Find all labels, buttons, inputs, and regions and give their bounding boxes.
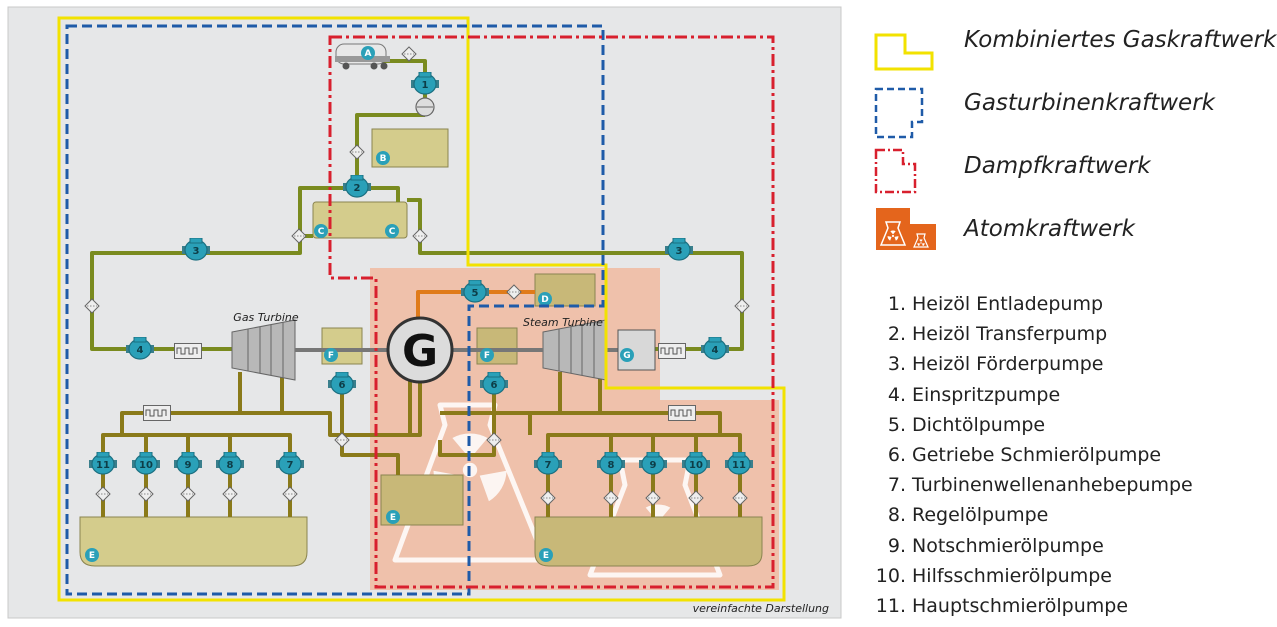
- pump-7-number-right: 7: [545, 460, 552, 471]
- pump-list-label: Turbinenwellenanhebepumpe: [912, 474, 1193, 497]
- yellow-outline-icon: [874, 33, 934, 71]
- gas-turbine: [231, 319, 296, 381]
- footnote: vereinfachte Darstellung: [693, 602, 829, 615]
- steam-turbine-label: Steam Turbine: [523, 316, 603, 329]
- heater-lube-left: [143, 405, 171, 421]
- pump-list-item: 6. Getriebe Schmierölpumpe: [872, 440, 1193, 470]
- pump-list-label: Hilfsschmierölpumpe: [912, 564, 1112, 587]
- pump-3-number-left: 3: [193, 246, 200, 257]
- pump-1-number: 1: [422, 80, 429, 91]
- component-c-left-label: C: [318, 227, 325, 237]
- component-e-middle-label: E: [390, 513, 396, 523]
- pump-list-item: 8. Regelölpumpe: [872, 500, 1193, 530]
- pump-3-number-right: 3: [676, 246, 683, 257]
- pump-list-item: 10. Hilfsschmierölpumpe: [872, 561, 1193, 591]
- pump-list-label: Notschmierölpumpe: [912, 534, 1104, 557]
- tank-e-right: [534, 516, 763, 567]
- pump-list-number: 11.: [875, 594, 906, 617]
- component-b-label: B: [380, 154, 387, 164]
- pump-list-item: 2. Heizöl Transferpump: [872, 319, 1193, 349]
- pump-list-number: 7.: [887, 474, 906, 497]
- pump-list-item: 3. Heizöl Förderpumpe: [872, 349, 1193, 379]
- legend-label-combined: Kombiniertes Gaskraftwerk: [964, 27, 1277, 53]
- tank-c: [312, 201, 408, 239]
- pump-list-number: 5.: [887, 413, 906, 436]
- pump-list-number: 2.: [887, 323, 906, 346]
- component-d-label: D: [541, 295, 548, 305]
- pump-8-number-left: 8: [227, 460, 234, 471]
- heater-lube-right: [668, 405, 696, 421]
- component-e-left-label: E: [89, 551, 95, 561]
- boundary-gas-turbine: [65, 24, 605, 596]
- component-c-right-label: C: [389, 227, 396, 237]
- pump-6-number-left: 6: [339, 380, 346, 391]
- pump-list: 1. Heizöl Entladepump 2. Heizöl Transferpu…: [872, 289, 1193, 621]
- pump-list-number: 3.: [887, 353, 906, 376]
- legend-label-gas-turbine: Gasturbinenkraftwerk: [964, 90, 1215, 116]
- nuclear-plant-icon: [876, 208, 936, 250]
- boundary-combined: [57, 16, 786, 602]
- component-badges: [85, 46, 634, 562]
- pump-8-number-right: 8: [608, 460, 615, 471]
- pump-10-number-left: 10: [139, 460, 153, 471]
- pump-list-number: 8.: [887, 504, 906, 527]
- generator-label: G: [402, 326, 438, 377]
- pump-7-number-left: 7: [287, 460, 294, 471]
- gas-turbine-label: Gas Turbine: [233, 311, 299, 324]
- pump-list-item: 4. Einspritzpumpe: [872, 380, 1193, 410]
- pump-numbers: 1 2 3 3 4 4 5 6 6 11 10 9 8 7 7 8 9 10 1…: [96, 80, 746, 471]
- heater-gas: [174, 343, 202, 359]
- pump-list-number: 6.: [887, 443, 906, 466]
- pump-list-item: 7. Turbinenwellenanhebepumpe: [872, 470, 1193, 500]
- pump-4-number-right: 4: [712, 345, 719, 356]
- pump-10-number-right: 10: [689, 460, 703, 471]
- tank-e-left: [79, 516, 308, 567]
- component-a-label: A: [365, 49, 372, 59]
- heater-steam: [658, 343, 686, 359]
- pump-4-number-left: 4: [137, 345, 144, 356]
- pump-list-label: Einspritzpumpe: [912, 383, 1061, 406]
- pump-list-label: Heizöl Transferpump: [912, 323, 1108, 346]
- component-f-left-label: F: [328, 351, 334, 361]
- component-f-right-label: F: [484, 351, 490, 361]
- pump-list-label: Getriebe Schmierölpumpe: [912, 443, 1162, 466]
- pump-5-number: 5: [472, 288, 479, 299]
- blue-dashed-outline-icon: [874, 87, 924, 139]
- pump-6-number-right: 6: [491, 380, 498, 391]
- pump-list-label: Dichtölpumpe: [912, 413, 1046, 436]
- pump-list-label: Regelölpumpe: [912, 504, 1049, 527]
- pump-list-number: 1.: [887, 293, 906, 315]
- legend-label-steam: Dampfkraftwerk: [964, 153, 1151, 179]
- pump-list-label: Heizöl Förderpumpe: [912, 353, 1104, 376]
- component-letters: A B C C D F F G E E E: [89, 49, 631, 561]
- pump-list-item: 1. Heizöl Entladepump: [872, 289, 1193, 319]
- pump-list-number: 4.: [887, 383, 906, 406]
- generator: [386, 316, 454, 384]
- pump-list-item: 11. Hauptschmierölpumpe: [872, 591, 1193, 621]
- pump-11-number-right: 11: [732, 460, 746, 471]
- pump-list-number: 9.: [887, 534, 906, 557]
- pump-list-number: 10.: [875, 564, 906, 587]
- pump-11-number-left: 11: [96, 460, 110, 471]
- pump-list-label: Hauptschmierölpumpe: [912, 594, 1129, 617]
- red-dashdot-outline-icon: [874, 148, 917, 194]
- pump-2-number: 2: [354, 183, 361, 194]
- legend-label-nuclear: Atomkraftwerk: [964, 216, 1135, 242]
- pump-9-number-right: 9: [650, 460, 657, 471]
- component-g-label: G: [623, 351, 630, 361]
- component-e-right-label: E: [543, 551, 549, 561]
- pump-list-label: Heizöl Entladepump: [912, 293, 1104, 315]
- pump-list-item: 5. Dichtölpumpe: [872, 410, 1193, 440]
- boundary-steam: [328, 35, 775, 589]
- pump-list-item: 9. Notschmierölpumpe: [872, 531, 1193, 561]
- pump-9-number-left: 9: [185, 460, 192, 471]
